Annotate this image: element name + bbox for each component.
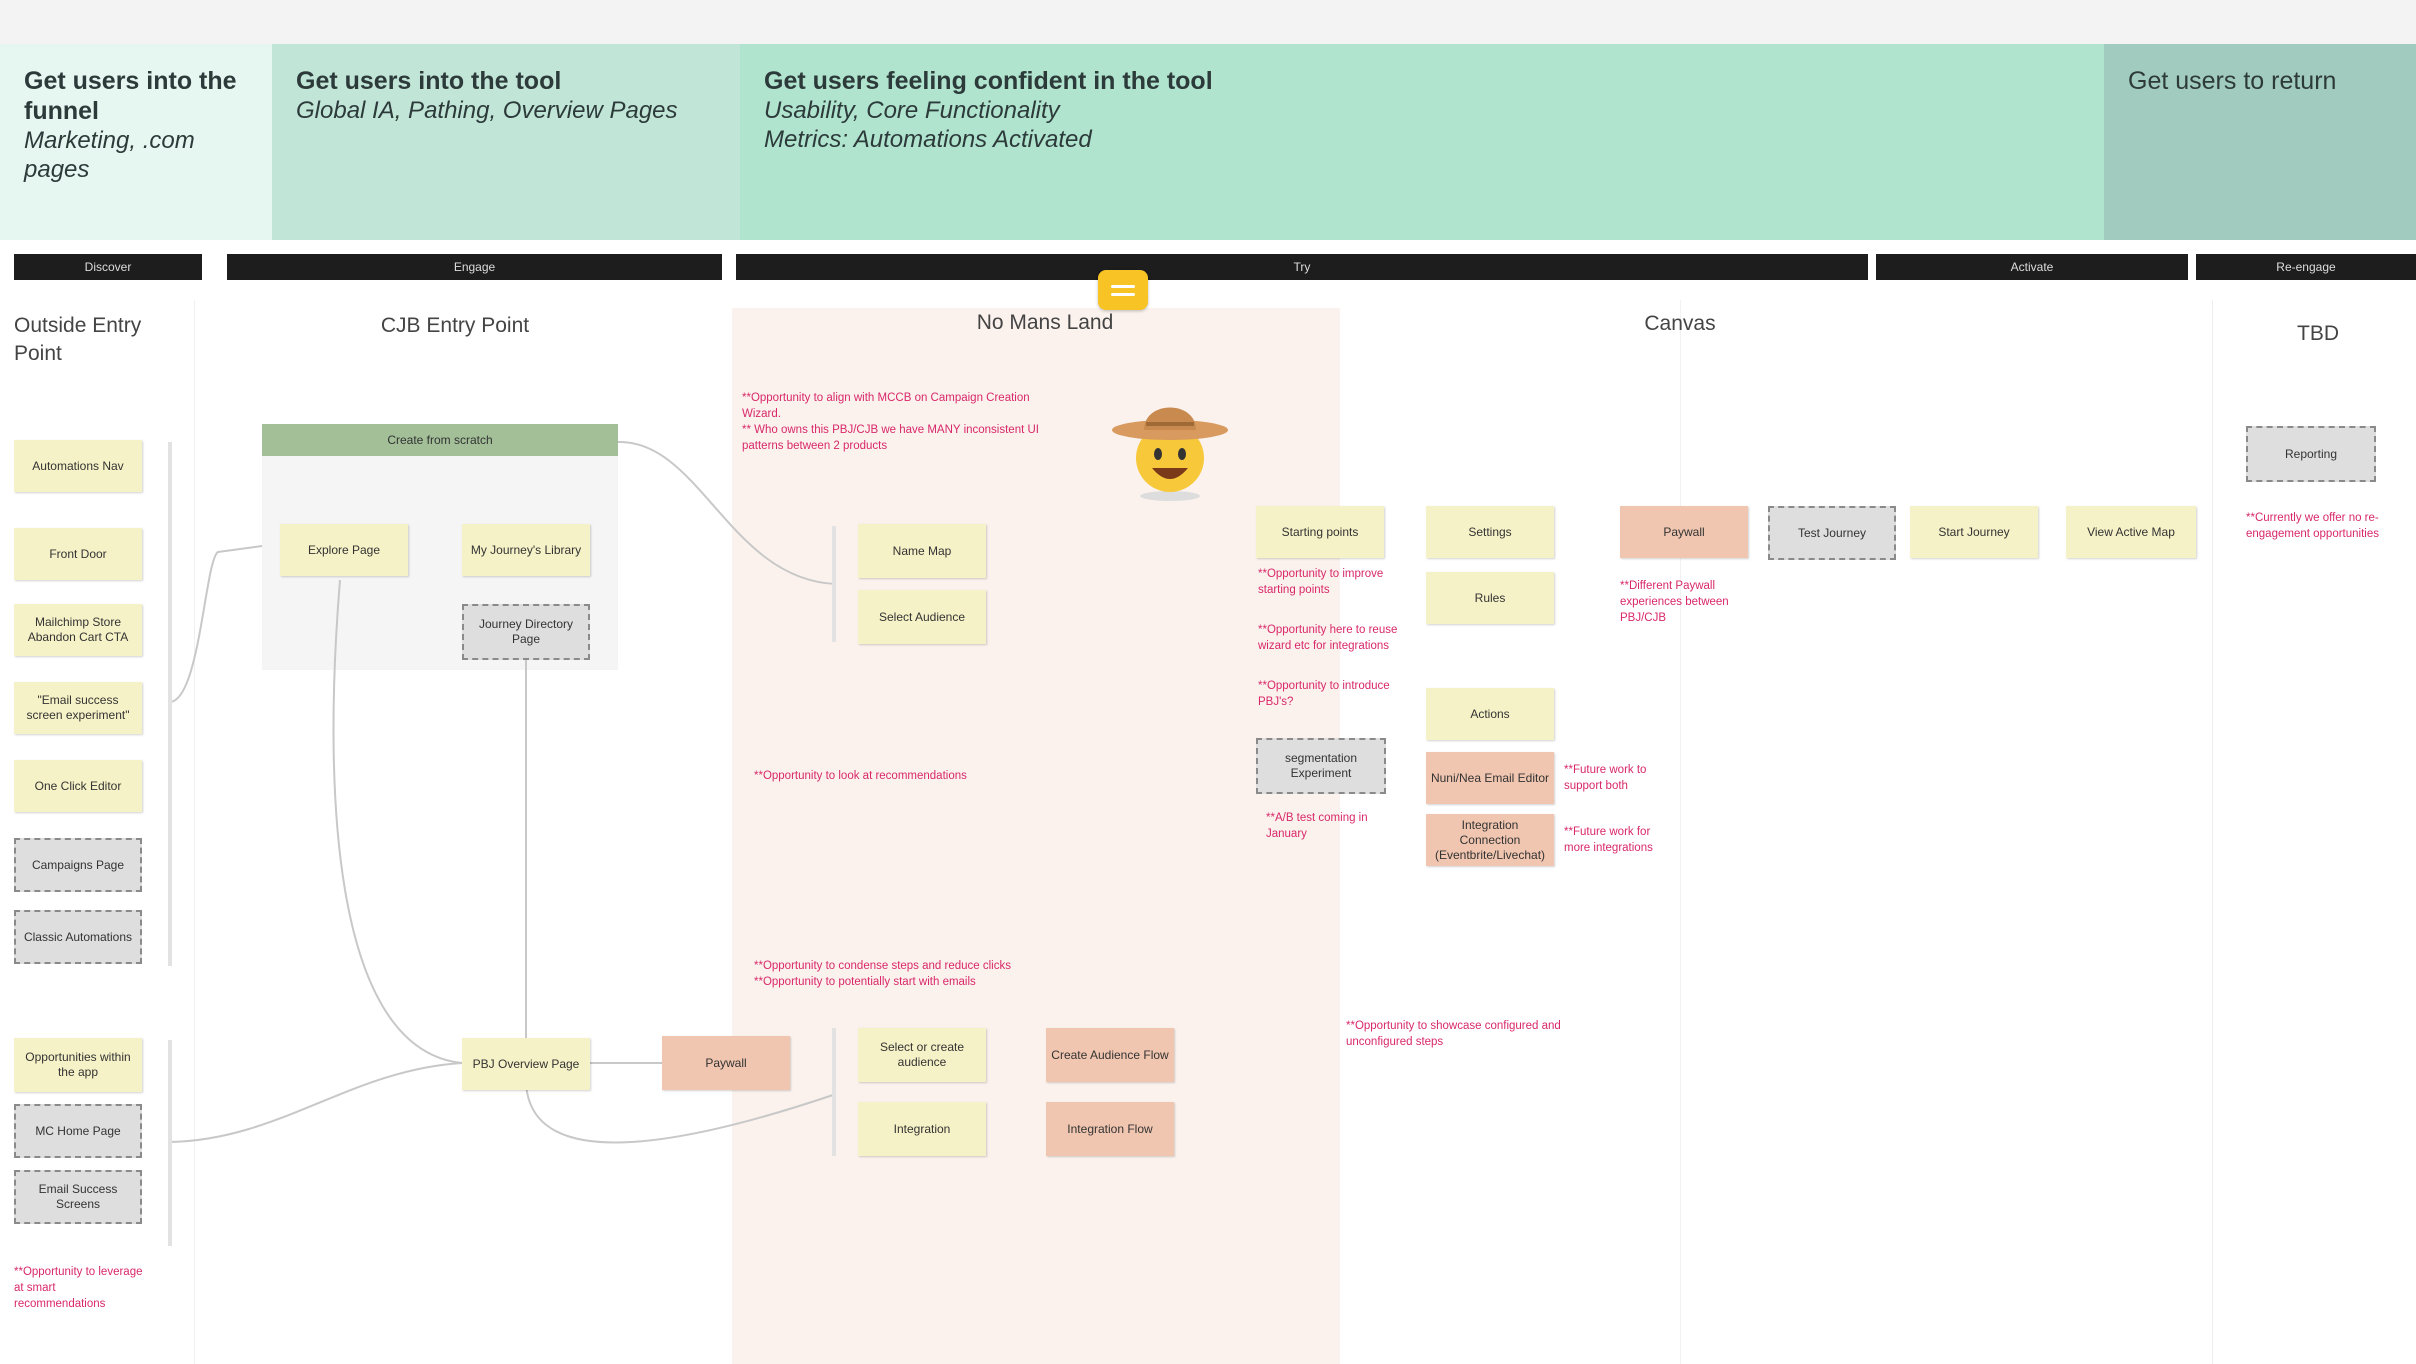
node-email-success-screens[interactable]: Email Success Screens xyxy=(14,1170,142,1224)
band-tool: Get users into the tool Global IA, Pathi… xyxy=(272,44,740,240)
note-smart-recommendations: **Opportunity to leverage at smart recom… xyxy=(14,1266,143,1310)
note-ab-test: **A/B test coming in January xyxy=(1266,812,1368,840)
node-test-journey[interactable]: Test Journey xyxy=(1768,506,1896,560)
stage-try: Try xyxy=(736,254,1868,280)
note-recommendations: **Opportunity to look at recommendations xyxy=(754,770,967,782)
node-explore-page[interactable]: Explore Page xyxy=(280,524,408,576)
nml-group-bracket xyxy=(832,1028,836,1156)
node-segmentation-experiment[interactable]: segmentation Experiment xyxy=(1256,738,1386,794)
node-rules[interactable]: Rules xyxy=(1426,572,1554,624)
note-introduce-pbjs: **Opportunity to introduce PBJ's? xyxy=(1258,680,1390,708)
column-divider xyxy=(1680,300,1681,1364)
node-view-active-map[interactable]: View Active Map xyxy=(2066,506,2196,558)
connector xyxy=(332,579,463,1064)
node-email-editor[interactable]: Nuni/Nea Email Editor xyxy=(1426,752,1554,804)
note-start-with-emails: **Opportunity to potentially start with … xyxy=(754,976,976,988)
cowboy-emoji-icon xyxy=(1110,394,1230,504)
note-showcase-steps: **Opportunity to showcase configured and… xyxy=(1346,1020,1561,1048)
column-header-canvas: Canvas xyxy=(1644,312,1716,335)
band-title: Get users into the tool xyxy=(296,67,562,95)
band-confident: Get users feeling confident in the tool … xyxy=(740,44,2104,240)
node-mailchimp-store[interactable]: Mailchimp Store Abandon Cart CTA xyxy=(14,604,142,656)
note-reuse-wizard: **Opportunity here to reuse wizard etc f… xyxy=(1258,624,1398,652)
stage-reengage: Re-engage xyxy=(2196,254,2416,280)
node-paywall[interactable]: Paywall xyxy=(662,1036,790,1090)
node-settings[interactable]: Settings xyxy=(1426,506,1554,558)
node-automations-nav[interactable]: Automations Nav xyxy=(14,440,142,492)
node-journey-directory-page[interactable]: Journey Directory Page xyxy=(462,604,590,660)
node-select-or-create-audience[interactable]: Select or create audience xyxy=(858,1028,986,1082)
column-header-cjb: CJB Entry Point xyxy=(380,314,530,337)
band-subtitle: Global IA, Pathing, Overview Pages xyxy=(296,97,678,124)
node-select-audience[interactable]: Select Audience xyxy=(858,590,986,644)
note-improve-starting: **Opportunity to improve starting points xyxy=(1258,568,1384,596)
column-header-no-mans-land: No Mans Land xyxy=(976,311,1114,334)
note-future-integrations: **Future work for more integrations xyxy=(1564,826,1653,854)
note-reengagement: **Currently we offer no re-engagement op… xyxy=(2246,512,2379,540)
outside-group-bracket xyxy=(168,1040,172,1246)
band-metrics: Metrics: Automations Activated xyxy=(764,126,1092,153)
node-classic-automations[interactable]: Classic Automations xyxy=(14,910,142,964)
note-condense-steps: **Opportunity to condense steps and redu… xyxy=(754,960,1011,972)
note-mccb-align: **Opportunity to align with MCCB on Camp… xyxy=(742,392,1030,420)
band-title: Get users feeling confident in the tool xyxy=(764,67,1213,95)
node-one-click-editor[interactable]: One Click Editor xyxy=(14,760,142,812)
connector xyxy=(169,1062,463,1143)
column-divider xyxy=(2212,300,2213,1364)
node-front-door[interactable]: Front Door xyxy=(14,528,142,580)
node-campaigns-page[interactable]: Campaigns Page xyxy=(14,838,142,892)
node-paywall-canvas[interactable]: Paywall xyxy=(1620,506,1748,558)
band-subtitle: Usability, Core Functionality xyxy=(764,97,1060,124)
outside-group-bracket xyxy=(168,442,172,966)
node-start-journey[interactable]: Start Journey xyxy=(1910,506,2038,558)
node-name-map[interactable]: Name Map xyxy=(858,524,986,578)
node-my-journeys-library[interactable]: My Journey's Library xyxy=(462,524,590,576)
band-subtitle: Marketing, .com pages xyxy=(24,127,195,183)
no-mans-land-region xyxy=(732,308,1340,1364)
node-email-success-experiment[interactable]: "Email success screen experiment" xyxy=(14,682,142,734)
nml-group-bracket xyxy=(832,526,836,642)
note-future-both: **Future work to support both xyxy=(1564,764,1647,792)
connector xyxy=(169,545,263,703)
stage-engage: Engage xyxy=(227,254,722,280)
note-different-paywall: **Different Paywall experiences between … xyxy=(1620,580,1729,624)
node-integration[interactable]: Integration xyxy=(858,1102,986,1156)
band-funnel: Get users into the funnel Marketing, .co… xyxy=(0,44,272,240)
node-pbj-overview-page[interactable]: PBJ Overview Page xyxy=(462,1038,590,1090)
create-from-scratch-header[interactable]: Create from scratch xyxy=(262,424,618,456)
connector xyxy=(525,1081,837,1144)
comment-icon[interactable] xyxy=(1098,270,1148,310)
top-toolbar xyxy=(0,0,2416,44)
node-reporting[interactable]: Reporting xyxy=(2246,426,2376,482)
node-create-audience-flow[interactable]: Create Audience Flow xyxy=(1046,1028,1174,1082)
column-divider xyxy=(194,300,195,1364)
node-integration-connection[interactable]: Integration Connection (Eventbrite/Livec… xyxy=(1426,814,1554,866)
node-opportunities-in-app[interactable]: Opportunities within the app xyxy=(14,1038,142,1092)
node-integration-flow[interactable]: Integration Flow xyxy=(1046,1102,1174,1156)
column-header-outside: Outside Entry Point xyxy=(14,314,142,365)
connector xyxy=(617,440,837,585)
band-title: Get users to return xyxy=(2128,67,2337,95)
node-mc-home-page[interactable]: MC Home Page xyxy=(14,1104,142,1158)
stage-activate: Activate xyxy=(1876,254,2188,280)
node-actions[interactable]: Actions xyxy=(1426,688,1554,740)
node-starting-points[interactable]: Starting points xyxy=(1256,506,1384,558)
stage-discover: Discover xyxy=(14,254,202,280)
column-header-tbd: TBD xyxy=(2297,322,2339,345)
band-return: Get users to return xyxy=(2104,44,2416,240)
band-title: Get users into the funnel xyxy=(24,67,237,125)
note-who-owns: ** Who owns this PBJ/CJB we have MANY in… xyxy=(742,424,1039,452)
